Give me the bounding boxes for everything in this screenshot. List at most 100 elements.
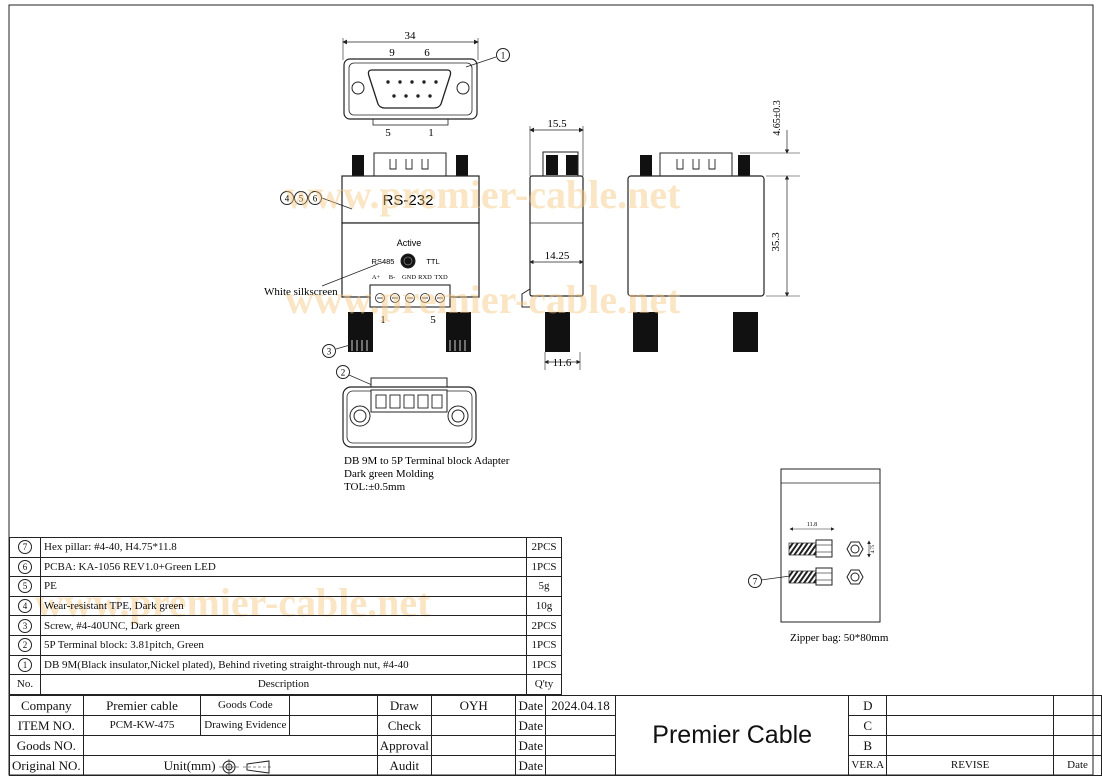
pin-label-1: 1 [428,127,434,139]
rev-date-label: Date [1053,754,1102,777]
part-qty: 1PCS [526,634,562,656]
dim-side-width: 15.5 [547,118,567,130]
rev-b-revise [886,735,1055,756]
dim-side-bottom: 11.6 [553,357,572,369]
unit-label: Unit(mm) [163,758,216,773]
pin-name-a-plus: A+ [372,274,381,281]
side-view: 15.5 14.25 11.6 [521,118,584,370]
pin-name-b-minus: B- [389,274,396,281]
pin-name-gnd: GND [402,274,416,281]
note-line-3: TOL:±0.5mm [344,481,406,493]
active-label: Active [397,238,422,248]
rev-c-revise [886,715,1055,736]
approval-date [545,735,616,756]
part-description: Screw, #4-40UNC, Dark green [40,615,527,636]
led-indicator [400,253,416,269]
rev-d: D [848,695,888,716]
company-value: Premier cable [82,695,202,716]
callout-2 [336,365,350,379]
date-label: Date [515,754,547,777]
check-value [430,715,517,736]
header-no: No. [9,674,41,695]
part-no: 4 [18,599,32,614]
pin-label-6: 6 [424,47,430,59]
top-view: 34 9 6 5 1 1 [342,30,510,139]
pin-name-txd: TXD [434,274,448,281]
pin-name-rxd: RXD [418,274,432,281]
watermark-text-1: www.premier-cable.net [285,172,681,217]
bottom-view: 2 DB 9M to 5P Terminal block Adapter Dar… [336,365,510,493]
company-label: Company [9,695,84,716]
callout-7 [748,574,762,588]
callout-6-label: 6 [313,194,318,204]
part-no: 2 [18,638,32,653]
part-no: 3 [18,618,32,633]
rev-c-date [1053,715,1102,736]
part-qty: 2PCS [526,615,562,636]
date-value: 2024.04.18 [545,695,616,716]
dim-body-height: 35.3 [770,232,782,252]
draw-value: OYH [430,695,517,716]
callout-4-label: 4 [285,194,290,204]
goods-code-value [289,695,378,716]
front-view: RS-232 Active RS485 TTL A+ B- GND RXD TX… [264,152,480,358]
part-no: 5 [18,579,32,594]
goods-code-label: Goods Code [200,695,291,716]
callout-2-label: 2 [341,368,346,378]
date-label: Date [515,715,547,736]
rev-d-revise [886,695,1055,716]
revise-label: REVISE [886,754,1055,777]
callout-1 [496,48,510,62]
white-silkscreen-label: White silkscreen [264,286,338,298]
rear-view: 4.65±0.3 35.3 [627,100,800,352]
part-description: PE [40,576,527,597]
part-description: Wear-resistant TPE, Dark green [40,595,527,617]
pin-label-9: 9 [389,47,395,59]
date-label: Date [515,735,547,756]
ttl-label: TTL [426,257,439,266]
date-label: Date [515,695,547,716]
item-label: ITEM NO. [9,715,84,736]
part-description: 5P Terminal block: 3.81pitch, Green [40,634,527,656]
zipper-bag-label: Zipper bag: 50*80mm [790,632,889,644]
check-date [545,715,616,736]
audit-value [430,754,517,777]
original-label: Original NO. [9,754,84,777]
projection-symbol-icon [218,759,273,776]
drawing-evidence-label: Drawing Evidence [200,715,291,736]
callout-6 [308,191,322,205]
dim-bag-width: 11.8 [807,522,817,528]
note-line-2: Dark green Molding [344,468,434,480]
draw-label: Draw [376,695,432,716]
dim-bag-h: 4.75 [871,544,876,553]
part-qty: 5g [526,576,562,597]
callout-4 [280,191,294,205]
title-block: Company Premier cable Goods Code Draw OY… [9,694,1102,777]
watermark-text-2: www.premier-cable.net [285,277,681,322]
part-qty: 1PCS [526,654,562,676]
approval-value [430,735,517,756]
ver-label: VER.A [848,754,888,777]
dim-top-width: 34 [405,30,417,42]
rev-d-date [1053,695,1102,716]
rs485-label: RS485 [372,257,395,266]
note-line-1: DB 9M to 5P Terminal block Adapter [344,455,510,467]
item-value: PCM-KW-475 [82,715,202,736]
part-qty: 10g [526,595,562,617]
rev-b-date [1053,735,1102,756]
callout-5 [294,191,308,205]
part-no: 7 [18,540,32,555]
audit-label: Audit [376,754,432,777]
rev-c: C [848,715,888,736]
callout-1-label: 1 [501,51,506,61]
terminal-label-5: 5 [430,314,436,326]
header-description: Description [40,674,527,695]
dim-side-depth: 14.25 [545,250,570,262]
